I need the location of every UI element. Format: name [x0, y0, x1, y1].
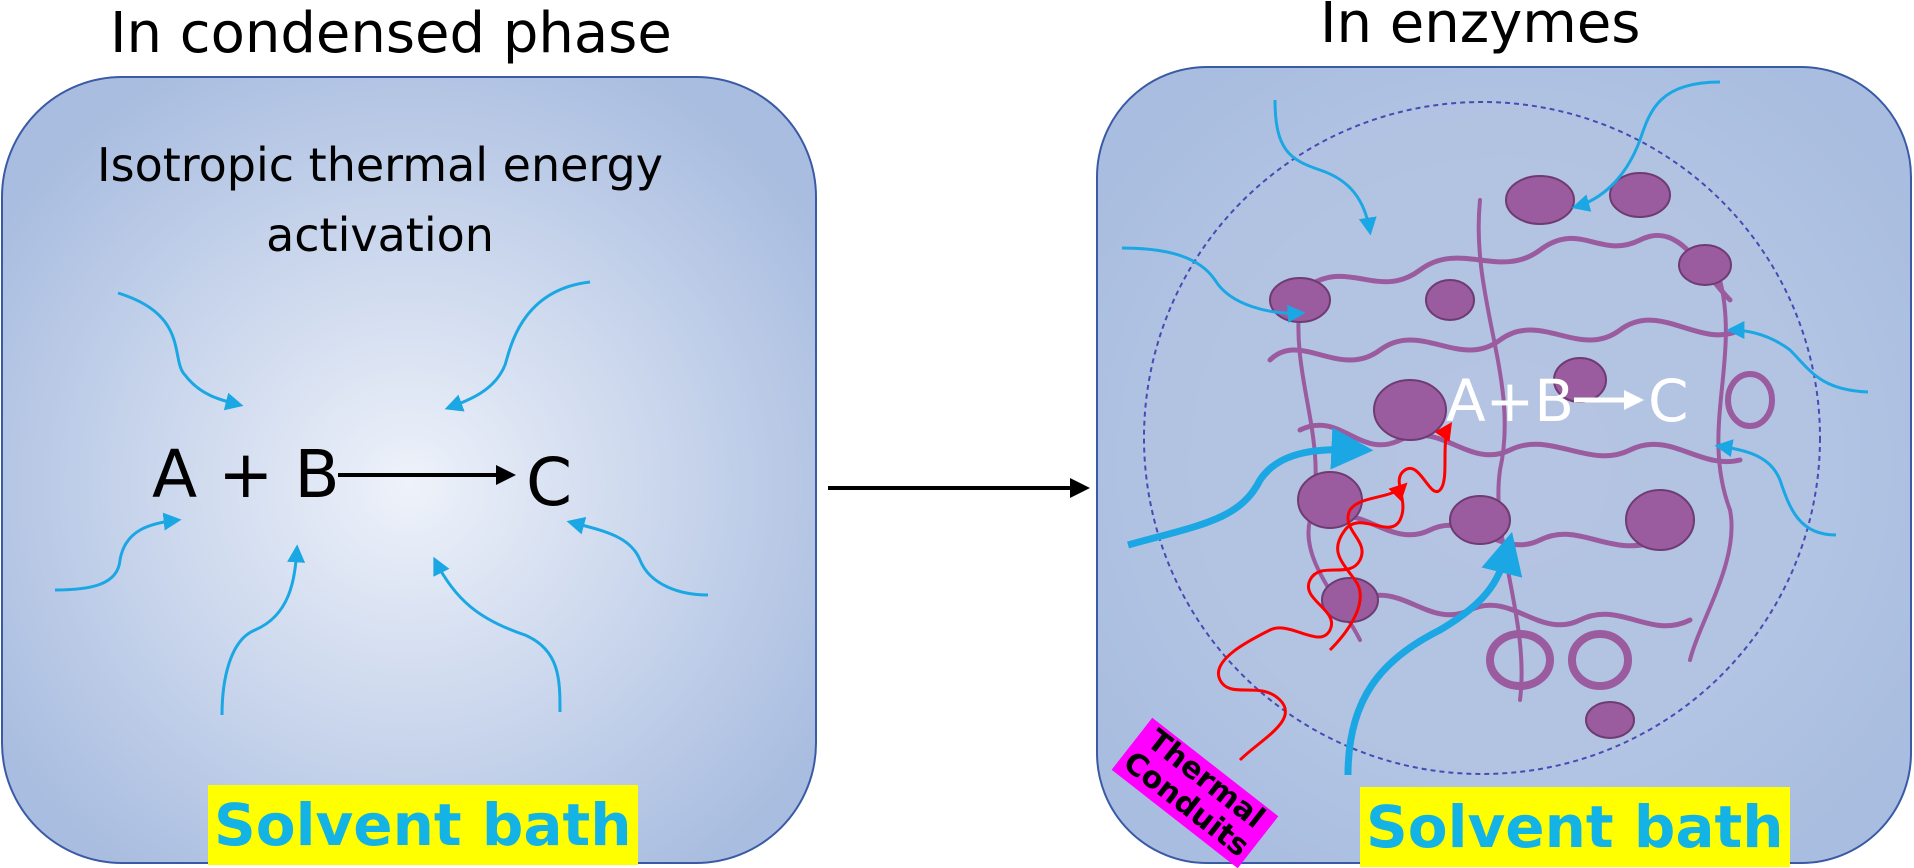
conduit-arrow [1127, 427, 1374, 549]
thermal-waves [1216, 422, 1452, 762]
left-panel-subtitle: Isotropic thermal energy activation [97, 138, 663, 262]
thermal-arrow [117, 291, 244, 411]
thermal-arrow [444, 280, 591, 412]
right-thermal-arrows [1121, 80, 1869, 537]
solvent-bath-label-right: Solvent bath [1360, 787, 1790, 867]
thermal-wave [1328, 422, 1452, 652]
protein-helices [1269, 172, 1775, 739]
conduit-arrow [1344, 531, 1523, 776]
thermal-arrow [566, 517, 709, 597]
reaction-lhs-left: A + B [152, 436, 340, 513]
reaction-lhs-right: A+B [1446, 367, 1575, 435]
thermal-wave [1216, 482, 1408, 762]
thermal-arrow [433, 556, 562, 713]
left-panel-title: In condensed phase [110, 1, 672, 66]
thermal-arrow [1726, 321, 1869, 394]
protein-backbone [1476, 198, 1524, 702]
thermal-conduit-arrows [1127, 427, 1523, 776]
reaction-rhs-right: C [1648, 367, 1689, 435]
thermal-arrow [220, 544, 306, 716]
thermal-arrow [1121, 246, 1306, 323]
right-panel-title: In enzymes [1320, 0, 1641, 56]
thermal-arrow [1273, 99, 1377, 236]
protein-backbone [1307, 232, 1733, 303]
protein-backbone [1267, 317, 1743, 363]
thermal-arrow [1571, 80, 1721, 212]
enzyme-boundary [1143, 101, 1821, 775]
thermal-arrow [54, 512, 182, 592]
solvent-bath-label-left: Solvent bath [208, 785, 638, 865]
reaction-rhs-left: C [526, 444, 573, 521]
thermal-arrow [1714, 439, 1837, 537]
left-thermal-arrows [54, 280, 709, 716]
protein-backbone [1688, 278, 1734, 662]
protein-backbone [1357, 592, 1693, 629]
